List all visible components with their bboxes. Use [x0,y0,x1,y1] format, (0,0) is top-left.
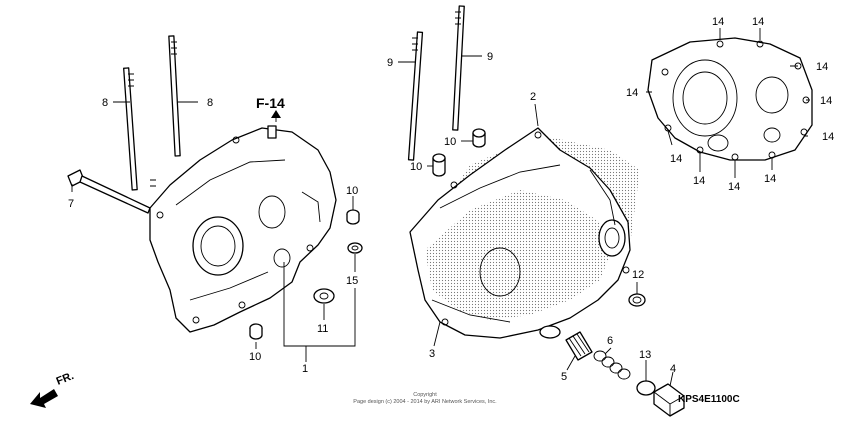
callout-4: 4 [670,363,676,375]
callout-8-right: 8 [207,97,213,109]
stud-bolt-9-right [452,5,465,131]
callout-14-g: 14 [670,153,682,165]
callout-2: 2 [530,91,536,103]
callout-13: 13 [639,349,651,361]
stud-bolt-9-left [407,31,424,161]
dowel-pin-10-d [472,128,486,148]
copyright-title: Copyright [413,392,437,398]
right-crankcase [409,127,640,339]
callout-6: 6 [607,335,613,347]
callout-14-h: 14 [693,175,705,187]
flange-bolt-7 [67,169,151,214]
callout-10-d: 10 [444,136,456,148]
stud-bolt-8-left [123,67,156,191]
callout-15: 15 [346,275,358,287]
callout-10-b: 10 [249,351,261,363]
crankcase-gasket-14 [647,37,813,161]
callout-14-d: 14 [626,87,638,99]
oil-seal-15 [347,242,363,254]
callout-5: 5 [561,371,567,383]
drain-plug-4 [653,383,685,417]
dowel-pin-10-a [346,209,360,225]
spring-6 [593,350,631,380]
front-label: FR. [55,370,76,388]
callout-14-b: 14 [752,16,764,28]
callout-9-right: 9 [487,51,493,63]
callout-8-left: 8 [102,97,108,109]
callout-11: 11 [317,323,328,335]
leader-lines [71,28,810,387]
left-crankcase [149,125,337,333]
reference-arrow-f14 [271,110,281,118]
oil-strainer-screen-5 [565,331,593,361]
callout-9-left: 9 [387,57,393,69]
dowel-pin-10-c [432,153,446,177]
callout-10-a: 10 [346,185,358,197]
callout-14-c: 14 [816,61,828,73]
oil-seal-12 [628,293,646,307]
dowel-pin-10-b [249,323,263,340]
reference-f14: F-14 [256,95,285,111]
callout-12: 12 [632,269,644,281]
diagram-code: KPS4E1100C [678,394,740,405]
stud-bolt-8-right [168,35,181,157]
callout-14-f: 14 [822,131,834,143]
callout-3: 3 [429,348,435,360]
front-direction-arrow [30,389,58,408]
callout-14-i: 14 [728,181,740,193]
callout-10-c: 10 [410,161,422,173]
callout-1: 1 [302,363,308,375]
callout-14-e: 14 [820,95,832,107]
bearing-11 [313,288,335,304]
callout-14-j: 14 [764,173,776,185]
callout-7: 7 [68,198,74,210]
copyright-notice: Page design (c) 2004 - 2014 by ARI Netwo… [353,399,497,405]
callout-14-a: 14 [712,16,724,28]
o-ring-13 [636,380,656,396]
